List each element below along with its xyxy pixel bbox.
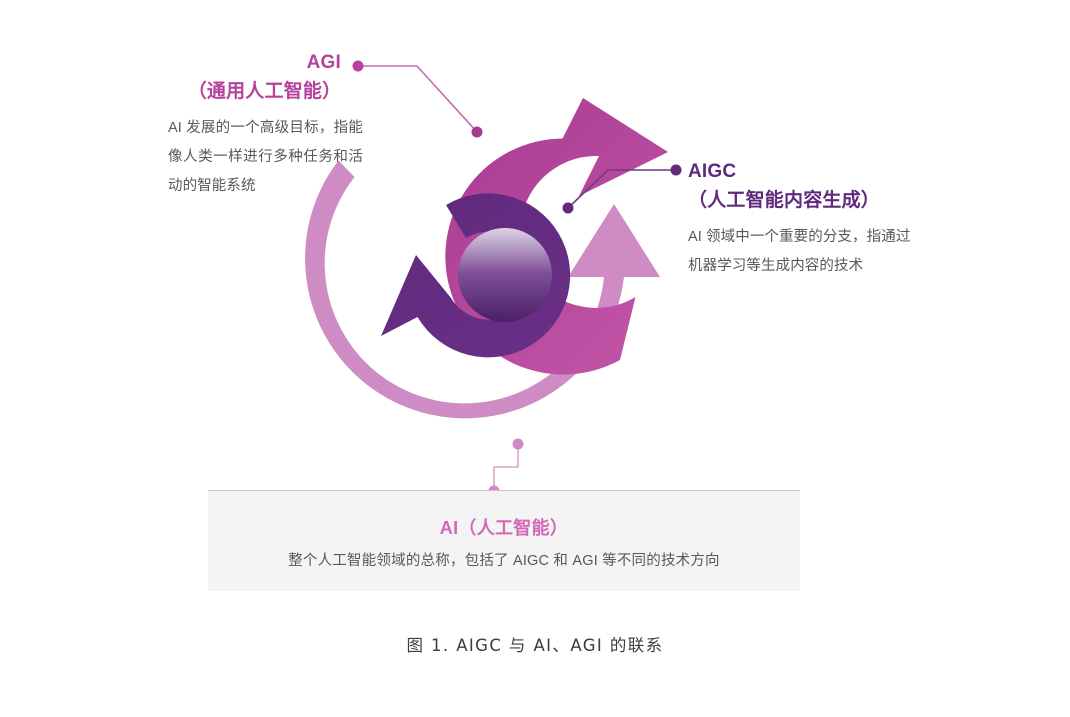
ai-title: AI（人工智能） — [439, 518, 569, 538]
outer-arc-arrow — [305, 160, 660, 419]
aigc-description: AI 领域中一个重要的分支，指通过机器学习等生成内容的技术 — [688, 228, 911, 274]
agi-title-line2: （通用人工智能） — [187, 81, 342, 103]
aigc-title-line2: （人工智能内容生成） — [688, 190, 881, 212]
agi-title-line1: AGI — [306, 52, 341, 73]
aigc-title-line1: AIGC — [688, 161, 737, 182]
agi-description: AI 发展的一个高级目标，指能像人类一样进行多种任务和活动的智能系统 — [168, 119, 363, 194]
callout-agi: AGI （通用人工智能） AI 发展的一个高级目标，指能像人类一样进行多种任务和… — [168, 48, 363, 201]
ai-description: 整个人工智能领域的总称，包括了 AIGC 和 AGI 等不同的技术方向 — [288, 553, 720, 569]
callout-aigc: AIGC （人工智能内容生成） AI 领域中一个重要的分支，指通过机器学习等生成… — [688, 157, 920, 281]
cycle-diagram-graphic — [305, 98, 668, 419]
callout-ai-panel: AI（人工智能） 整个人工智能领域的总称，包括了 AIGC 和 AGI 等不同的… — [208, 490, 800, 591]
center-sphere — [458, 228, 552, 322]
figure-caption: 图 1. AIGC 与 AI、AGI 的联系 — [406, 636, 664, 655]
agi-title: AGI （通用人工智能） — [168, 48, 363, 107]
aigc-title: AIGC （人工智能内容生成） — [688, 157, 920, 216]
